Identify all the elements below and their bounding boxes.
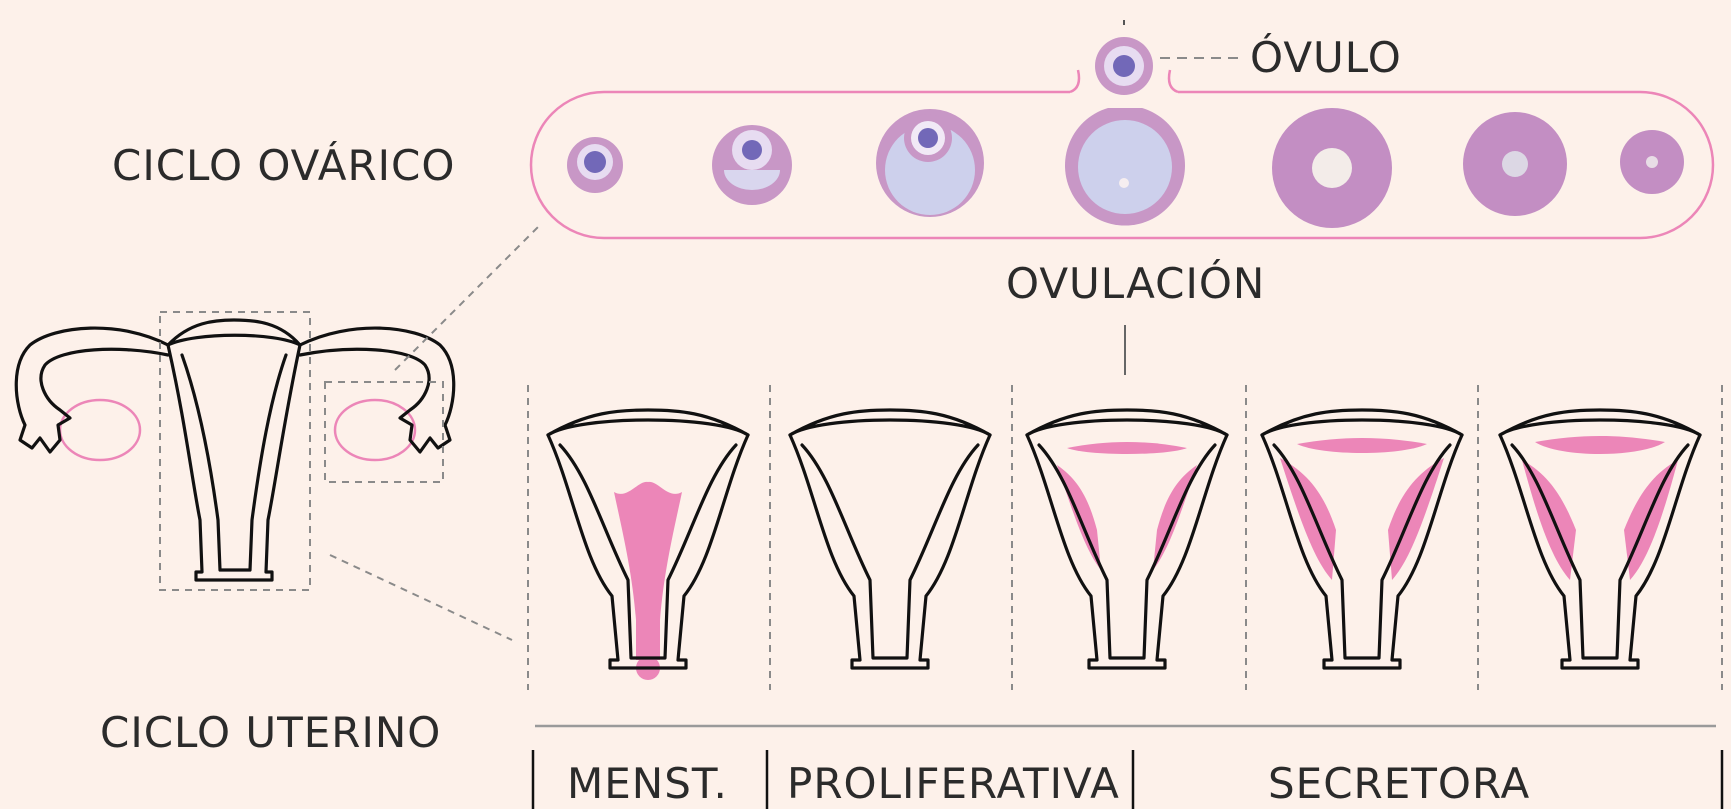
ovary-zoom-box <box>325 382 443 482</box>
uterine-cycle-label: CICLO UTERINO <box>100 708 441 757</box>
uterus-stage-secretory-late <box>1500 410 1700 668</box>
phase-menstrual-label: MENST. <box>567 759 728 808</box>
primary-follicle <box>712 125 792 205</box>
reproductive-tract-illustration <box>16 312 454 590</box>
ruptured-follicle <box>1065 108 1185 226</box>
ovarian-cycle-label: CICLO OVÁRICO <box>112 140 455 190</box>
right-ovary <box>335 400 415 460</box>
corpus-luteum-regressing <box>1463 112 1567 216</box>
fallopian-tubes <box>16 328 168 452</box>
uterus-stage-secretory-early <box>1262 410 1462 668</box>
phase-proliferative-label: PROLIFERATIVA <box>787 759 1120 808</box>
corpus-luteum <box>1272 108 1392 228</box>
ovary-zoom-line <box>395 225 540 370</box>
ovulation-label: OVULACIÓN <box>1006 258 1265 308</box>
secondary-follicle <box>876 109 984 217</box>
primordial-follicle <box>567 137 623 193</box>
uterus-stage-ovulation <box>1027 410 1227 668</box>
ovum-label: ÓVULO <box>1250 32 1402 82</box>
ovum <box>1095 20 1153 95</box>
phase-secretory-label: SECRETORA <box>1268 759 1530 808</box>
corpus-albicans <box>1620 130 1684 194</box>
left-ovary <box>60 400 140 460</box>
uterine-stage-dividers <box>528 385 1722 690</box>
uterus-stage-proliferative <box>790 410 990 668</box>
follicle-stages <box>567 108 1684 228</box>
uterus-stage-menstrual <box>548 410 748 680</box>
uterus-zoom-line <box>330 555 512 640</box>
